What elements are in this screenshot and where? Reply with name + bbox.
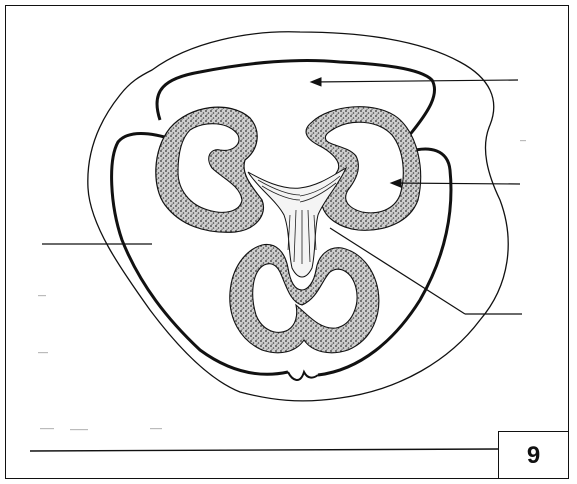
question-number: 9: [499, 442, 568, 470]
answer-line: [30, 449, 498, 451]
pointer-line-top: [312, 80, 518, 82]
question-number-box: 9: [498, 431, 569, 479]
